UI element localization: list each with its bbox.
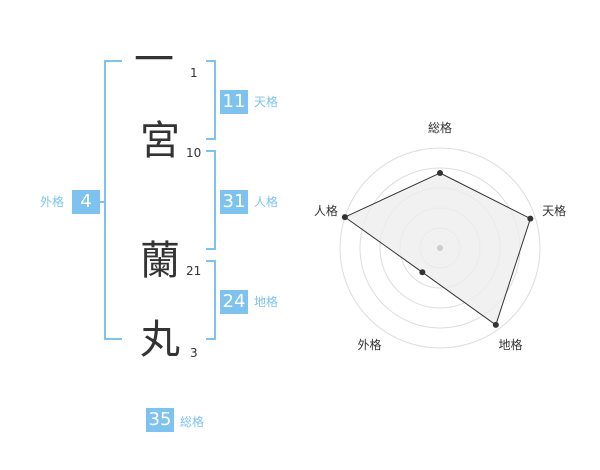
tenkaku-value-badge: 11: [220, 90, 248, 114]
radar-axis-label: 外格: [357, 337, 381, 352]
radar-point: [341, 214, 348, 221]
stroke-count-4: 3: [190, 346, 198, 360]
chikaku-label: 地格: [254, 295, 279, 309]
radar-axis-label: 地格: [499, 337, 523, 352]
jinkaku-value-badge: 31: [220, 190, 248, 214]
radar-axis-label: 天格: [542, 203, 566, 218]
stroke-count-1: 1: [190, 66, 198, 80]
radar-axis-label: 総格: [428, 120, 452, 135]
name-char-4: 丸: [140, 317, 180, 363]
stroke-count-3: 21: [186, 264, 202, 278]
soukaku-value-badge: 35: [146, 408, 174, 432]
radar-points: [341, 170, 534, 328]
name-char-1: 一: [134, 37, 174, 83]
stroke-count-2: 10: [186, 146, 202, 160]
radar-point: [492, 321, 499, 328]
radar-ring: [339, 147, 541, 349]
gaikaku-value-badge: 4: [72, 190, 100, 214]
radar-center-dot: [437, 245, 443, 251]
gaikaku-label: 外格: [40, 195, 65, 209]
jinkaku-label: 人格: [254, 195, 279, 209]
tenkaku-label: 天格: [254, 95, 279, 109]
radar-axis-label: 人格: [314, 203, 338, 218]
soukaku-label: 総格: [180, 415, 205, 429]
radar-point: [527, 215, 534, 222]
chikaku-value-badge: 24: [220, 290, 248, 314]
name-char-2: 宮: [140, 118, 180, 164]
radar-point: [437, 170, 443, 176]
radar-point: [419, 269, 426, 276]
name-char-3: 蘭: [140, 238, 180, 284]
